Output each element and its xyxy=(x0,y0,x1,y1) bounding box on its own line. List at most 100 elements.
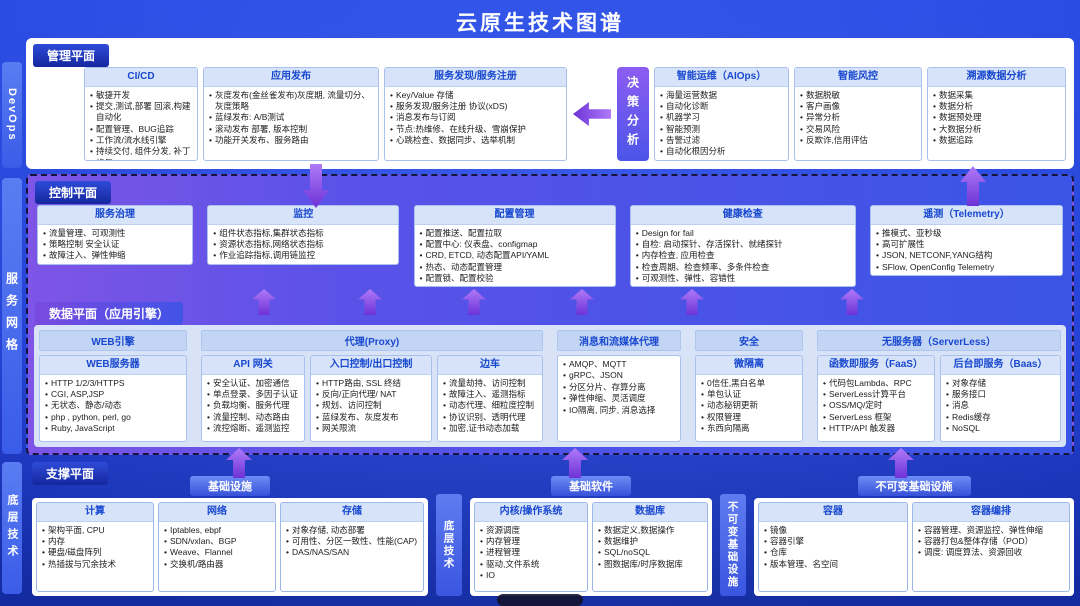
mgmt-card-2-item-1: 服务发现/服务注册 协议(xDS) xyxy=(389,101,564,113)
data-card-4-1: 后台即服务（Baas）对象存储服务接口消息Redis缓存NoSQL xyxy=(940,355,1061,442)
ctrl-card-0-item-0: 流量管理、可观测性 xyxy=(42,228,190,240)
data-card-0-0-body: HTTP 1/2/3/HTTPSCGI, ASP,JSP无状态、静态/动态php… xyxy=(40,375,186,442)
support-group-1: 基础软件内核/操作系统资源调度内存管理进程管理驱动,文件系统IO数据库数据定义,… xyxy=(470,476,712,596)
management-plane-label: 管理平面 xyxy=(33,44,110,67)
data-plane-group-4: 无服务器（ServerLess）函数即服务（FaaS）代码包Lambda、RPC… xyxy=(817,330,1061,442)
support-card-0-0-item-0: 架构平面, CPU xyxy=(41,525,151,537)
ctrl-card-2: 配置管理配置推送、配置拉取配置中心: 仪表盘、configmapCRD, ETC… xyxy=(413,205,616,288)
data-card-0-0: WEB服务器HTTP 1/2/3/HTTPSCGI, ASP,JSP无状态、静态… xyxy=(39,355,187,442)
support-card-0-1-body: Iptables, ebpfSDN/vxlan、BGPWeave、Flannel… xyxy=(159,522,275,592)
ctrl-card-2-item-0: 配置推送、配置拉取 xyxy=(419,228,613,240)
data-card-1-0-item-0: 安全认证、加密通信 xyxy=(206,378,302,390)
mgmt-right-card-2-item-1: 数据分析 xyxy=(932,101,1063,113)
support-card-1-0-item-2: 进程管理 xyxy=(479,547,585,559)
mgmt-right-card-2-item-2: 数据预处理 xyxy=(932,112,1063,124)
data-card-1-1-item-1: 反向/正向代理/ NAT xyxy=(315,389,429,401)
data-card-1-2-item-3: 协议识别、透明代理 xyxy=(442,412,540,424)
support-card-1-0-body: 资源调度内存管理进程管理驱动,文件系统IO xyxy=(475,522,587,592)
data-card-2-0-body: AMQP、MQTTgRPC、JSON分区分片、存算分离弹性伸缩、灵活调度IO隔离… xyxy=(558,356,680,441)
data-card-1-1-body: HTTP路由, SSL 终结反向/正向代理/ NAT规划、访问控制蓝绿发布、灰度… xyxy=(311,375,431,442)
data-card-1-1-item-0: HTTP路由, SSL 终结 xyxy=(315,378,429,390)
data-card-4-1-item-1: 服务接口 xyxy=(945,389,1058,401)
support-group-header-2: 不可变基础设施 xyxy=(857,476,971,496)
data-plane-group-3: 安全微隔离0信任,黑白名单单包认证动态秘钥更新权限管理东西向隔离 xyxy=(695,330,803,442)
data-group-cards-1: API 网关安全认证、加密通信单点登录、多因子认证负载均衡、服务代理流量控制、动… xyxy=(201,355,543,442)
bottom-notch xyxy=(497,594,583,606)
data-card-4-0-item-0: 代码包Lambda、RPC xyxy=(822,378,932,390)
ctrl-card-3-item-3: 检查周期、检查频率、多条件检查 xyxy=(635,262,853,274)
mgmt-right-card-0-item-1: 自动化诊断 xyxy=(659,101,786,113)
mgmt-right-card-1-item-2: 异常分析 xyxy=(799,112,919,124)
mgmt-right-card-2-item-4: 数据追踪 xyxy=(932,135,1063,147)
mgmt-card-2-item-4: 心跳检查、数据同步、选举机制 xyxy=(389,135,564,147)
data-card-4-0-item-4: HTTP/API 触发器 xyxy=(822,423,932,435)
support-card-0-0: 计算架构平面, CPU内存硬盘/磁盘阵列热插拔与冗余技术 xyxy=(36,502,154,592)
support-card-2-0-item-3: 版本管理、名空间 xyxy=(763,559,905,571)
ctrl-card-3-item-1: 自检: 启动探针、存活探针、就绪探针 xyxy=(635,239,853,251)
support-card-2-0: 容器镜像容器引擎仓库版本管理、名空间 xyxy=(758,502,908,592)
data-card-3-0-item-0: 0信任,黑白名单 xyxy=(700,378,800,390)
ctrl-card-3-title: 健康检查 xyxy=(630,206,855,225)
support-plane-section: 支撑平面 基础设施计算架构平面, CPU内存硬盘/磁盘阵列热插拔与冗余技术网络I… xyxy=(26,460,1074,600)
management-plane-row: CI/CD敏捷开发提交,测试,部署 回滚,构建自动化配置管理、BUG追踪工作流/… xyxy=(84,67,1066,161)
support-card-1-0-item-1: 内存管理 xyxy=(479,536,585,548)
support-group-header-0: 基础设施 xyxy=(190,476,270,496)
support-card-1-0-item-4: IO xyxy=(479,570,585,582)
page-title: 云原生技术图谱 xyxy=(456,12,624,35)
mgmt-card-2-body: Key/Value 存储服务发现/服务注册 协议(xDS)消息发布与订阅节点:热… xyxy=(385,87,566,161)
data-plane-group-0: WEB引擎WEB服务器HTTP 1/2/3/HTTPSCGI, ASP,JSP无… xyxy=(39,330,187,442)
support-group-panel-1: 内核/操作系统资源调度内存管理进程管理驱动,文件系统IO数据库数据定义,数据操作… xyxy=(470,498,712,596)
mgmt-card-1-title: 应用发布 xyxy=(204,68,378,87)
mgmt-right-card-2-body: 数据采集数据分析数据预处理大数据分析数据追踪 xyxy=(928,87,1065,161)
management-plane-section: 管理平面 CI/CD敏捷开发提交,测试,部署 回滚,构建自动化配置管理、BUG追… xyxy=(26,38,1074,169)
data-card-0-0-item-4: Ruby, JavaScript xyxy=(44,423,184,435)
mgmt-right-card-0-item-5: 自动化根因分析 xyxy=(659,146,786,158)
support-card-0-1-item-0: Iptables, ebpf xyxy=(163,525,273,537)
support-card-0-2-item-2: DAS/NAS/SAN xyxy=(285,547,421,559)
data-card-3-0-item-4: 东西向隔离 xyxy=(700,423,800,435)
support-card-2-1-body: 容器管理、资源监控、弹性伸缩容器打包&整体存储（POD）调度: 调度算法、资源回… xyxy=(913,522,1069,592)
data-card-3-0-body: 0信任,黑白名单单包认证动态秘钥更新权限管理东西向隔离 xyxy=(696,375,802,442)
mgmt-card-1-item-3: 功能开关发布、服务路由 xyxy=(208,135,376,147)
support-card-0-1-item-3: 交换机/路由器 xyxy=(163,559,273,571)
support-card-1-1-item-0: 数据定义,数据操作 xyxy=(597,525,705,537)
support-group-header-1: 基础软件 xyxy=(551,476,631,496)
ctrl-card-0-item-2: 故障注入、弹性伸缩 xyxy=(42,250,190,262)
data-card-3-0-item-3: 权限管理 xyxy=(700,412,800,424)
support-card-1-1-item-1: 数据维护 xyxy=(597,536,705,548)
control-plane-section: 控制平面 服务治理流量管理、可观测性策略控制 安全认证故障注入、弹性伸缩监控组件… xyxy=(26,174,1074,455)
ctrl-card-0: 服务治理流量管理、可观测性策略控制 安全认证故障注入、弹性伸缩 xyxy=(37,205,193,265)
mgmt-card-2-item-0: Key/Value 存储 xyxy=(389,90,564,102)
data-group-header-1: 代理(Proxy) xyxy=(201,330,543,351)
support-plane-row: 基础设施计算架构平面, CPU内存硬盘/磁盘阵列热插拔与冗余技术网络Iptabl… xyxy=(32,476,1074,596)
support-card-2-1-item-2: 调度: 调度算法、资源回收 xyxy=(917,547,1067,559)
mgmt-right-card-2-title: 溯源数据分析 xyxy=(928,68,1065,87)
side-label-devops: DevOps xyxy=(2,62,22,168)
data-card-4-1-title: 后台即服务（Baas） xyxy=(941,356,1060,375)
ctrl-card-3-item-4: 可观测性、弹性、容错性 xyxy=(635,273,853,285)
mgmt-right-card-0: 智能运维（AIOps）海量运营数据自动化诊断机器学习智能预测告警过滤自动化根因分… xyxy=(654,67,789,161)
mgmt-card-1-item-0: 灰度发布(金丝雀发布)灰度期, 流量切分、灰度策略 xyxy=(208,90,376,113)
data-card-0-0-item-1: CGI, ASP,JSP xyxy=(44,389,184,401)
mgmt-right-card-1-title: 智能风控 xyxy=(795,68,921,87)
side-label-service-mesh: 服务网格 xyxy=(2,178,22,454)
data-card-1-2-item-1: 故障注入、遥测指标 xyxy=(442,389,540,401)
support-card-2-1-title: 容器编排 xyxy=(913,503,1069,522)
mgmt-card-2-title: 服务发现/服务注册 xyxy=(385,68,566,87)
data-card-1-0-item-3: 流量控制、动态路由 xyxy=(206,412,302,424)
data-card-1-1-title: 入口控制/出口控制 xyxy=(311,356,431,375)
mgmt-card-0-item-0: 敏捷开发 xyxy=(89,90,195,102)
data-card-1-0-item-4: 流控熔断、遥测监控 xyxy=(206,423,302,435)
data-card-2-0-item-2: 分区分片、存算分离 xyxy=(562,382,678,394)
mgmt-card-2-item-3: 节点:热维修、在线升级、雪崩保护 xyxy=(389,124,564,136)
support-card-2-1-item-0: 容器管理、资源监控、弹性伸缩 xyxy=(917,525,1067,537)
data-card-0-0-item-3: php , python, perl, go xyxy=(44,412,184,424)
support-group-panel-0: 计算架构平面, CPU内存硬盘/磁盘阵列热插拔与冗余技术网络Iptables, … xyxy=(32,498,428,596)
support-card-0-2-item-0: 对象存储, 动态部署 xyxy=(285,525,421,537)
data-card-1-2-body: 流量劫持、访问控制故障注入、遥测指标动态代理、细粒度控制协议识别、透明代理加密,… xyxy=(438,375,542,442)
mgmt-right-card-0-item-0: 海量运营数据 xyxy=(659,90,786,102)
mgmt-right-card-0-item-3: 智能预测 xyxy=(659,124,786,136)
data-group-header-2: 消息和流媒体代理 xyxy=(557,330,681,351)
ctrl-card-2-item-3: 热态、动态配置管理 xyxy=(419,262,613,274)
data-group-cards-0: WEB服务器HTTP 1/2/3/HTTPSCGI, ASP,JSP无状态、静态… xyxy=(39,355,187,442)
